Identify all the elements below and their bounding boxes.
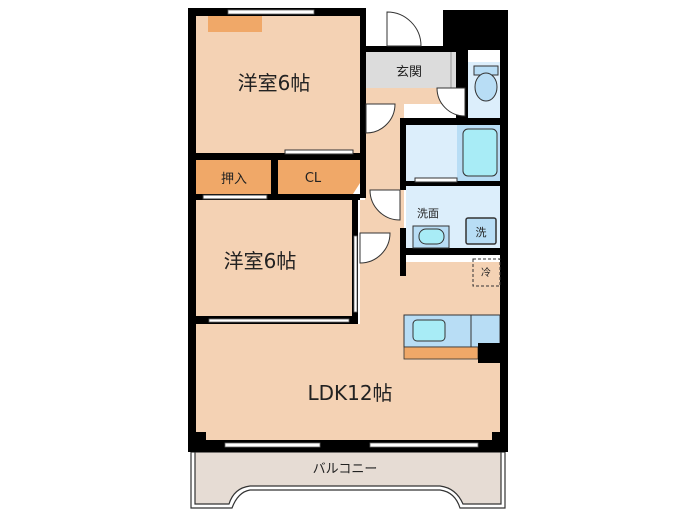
shelf-top (208, 16, 262, 32)
washer-icon (465, 217, 497, 245)
western-room-1-label: 洋室6帖 (238, 71, 311, 95)
doors (202, 11, 466, 264)
ldk-label: LDK12帖 (307, 381, 392, 405)
western-room-2-label: 洋室6帖 (224, 249, 297, 273)
fridge-space (472, 258, 501, 287)
balcony (190, 451, 506, 509)
windows (208, 9, 479, 448)
balcony-label: バルコニー (313, 462, 378, 477)
kitchen-counter-edge (403, 346, 479, 360)
washer-label: 洗 (476, 226, 487, 239)
bath-dressing (406, 125, 457, 181)
kitchen-sink (412, 319, 446, 342)
bathtub-icon (462, 128, 498, 177)
oshiire (196, 160, 271, 194)
western-room-1-floor (196, 16, 360, 153)
closet-label: CL (305, 171, 322, 186)
oshiire-label: 押入 (221, 172, 247, 187)
closet (278, 160, 360, 194)
entrance (366, 52, 456, 88)
washbasin-icon (418, 228, 445, 245)
toilet-icon (473, 65, 499, 102)
fridge-label: 冷 (481, 266, 491, 279)
western-room-2-floor (196, 200, 352, 316)
washroom-label: 洗面 (417, 207, 439, 220)
entrance-label: 玄関 (396, 65, 422, 80)
